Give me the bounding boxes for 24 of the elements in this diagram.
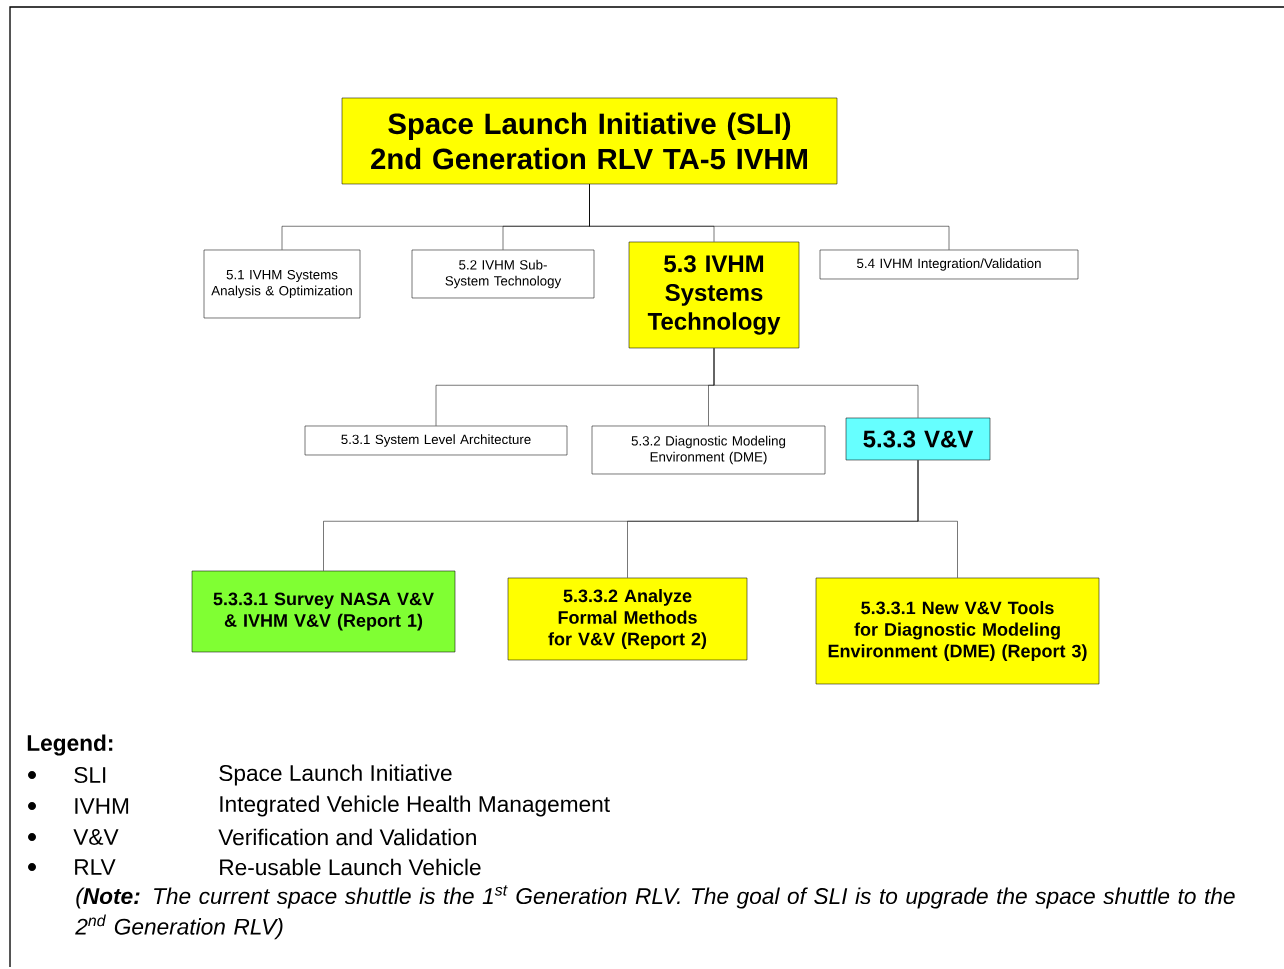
legend-text: RLV bbox=[75, 859, 116, 875]
legend-text: IVHM bbox=[75, 798, 129, 814]
task-box: 5.3.3.2 Analyze Formal Methods for V&V (Report 2) bbox=[507, 577, 748, 661]
connector-line bbox=[713, 348, 919, 418]
task-box: 5.3.2 Diagnostic Modeling Environment (DME) bbox=[591, 425, 826, 475]
legend-heading: Legend: bbox=[27, 734, 113, 756]
task-box: 5.3.1 System Level Architecture bbox=[304, 425, 568, 456]
task-box: 5.3.3 V&V bbox=[845, 417, 991, 461]
legend-text: SLI bbox=[74, 766, 106, 784]
connector-line bbox=[917, 460, 958, 578]
task-box: 5.1 IVHM Systems Analysis & Optimization bbox=[203, 249, 361, 319]
task-box: 5.3.3.1 New V&V Tools for Diagnostic Modeling Environment (DME) (Report 3) bbox=[815, 577, 1100, 685]
note-text: (Note: The current space shuttle is the 1$^{st}$ Generation RLV. The goal of SLI is to upgrade the space shuttle to the 2$^{nd}$ Generation RLV) bbox=[75, 885, 1235, 940]
legend-text: Integrated Vehicle Health Management bbox=[220, 795, 610, 817]
connector-line bbox=[589, 184, 950, 250]
task-box: 5.3 IVHM Systems Technology bbox=[628, 241, 800, 349]
task-box: 5.3.3.1 Survey NASA V&V & IVHM V&V (Report 1) bbox=[191, 570, 456, 653]
legend-text: V&V bbox=[73, 829, 119, 845]
task-box: 5.2 IVHM Sub-System Technology bbox=[411, 249, 595, 299]
heading-box: Space Launch Initiative (SLI) 2nd Generation RLV TA-5 IVHM bbox=[341, 97, 838, 185]
legend-text: Space Launch Initiative bbox=[219, 764, 452, 786]
task-box: 5.4 IVHM Integration/Validation bbox=[819, 249, 1079, 280]
legend-text: Verification and Validation bbox=[218, 828, 476, 846]
legend-text: Re-usable Launch Vehicle bbox=[220, 858, 481, 876]
